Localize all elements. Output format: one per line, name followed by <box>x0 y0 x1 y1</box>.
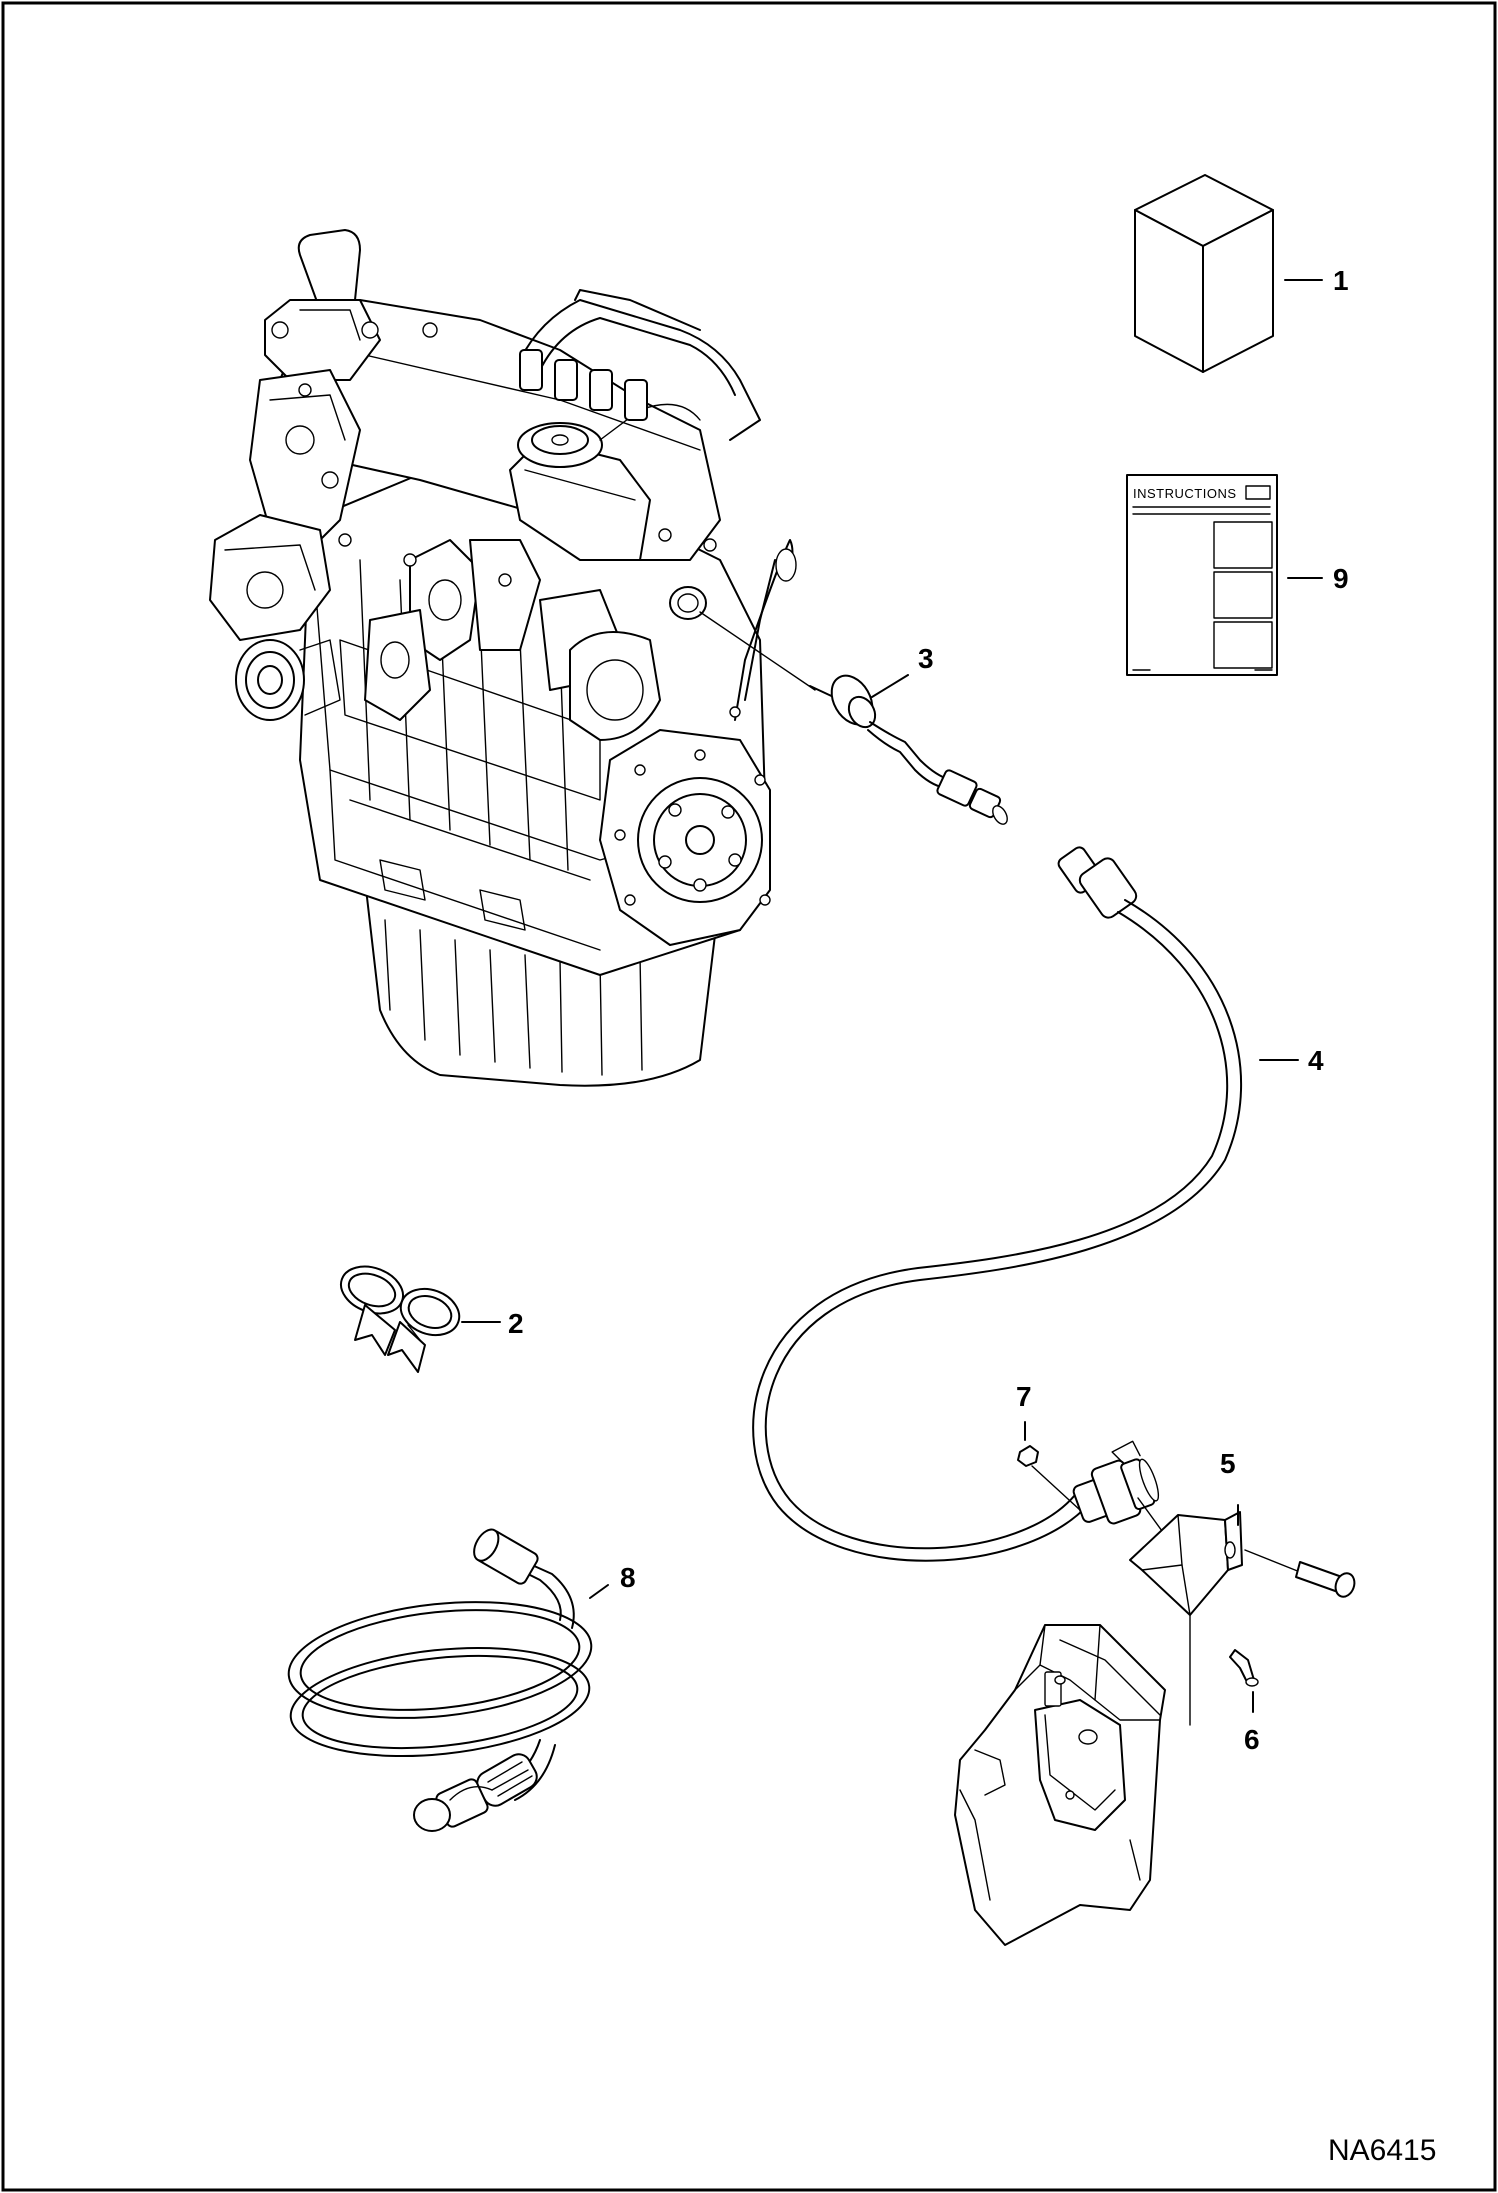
box-illustration <box>1134 174 1274 373</box>
callout-7: 7 <box>1016 1381 1032 1412</box>
figure-id: NA6415 <box>1328 2134 1436 2167</box>
extension-cord-illustration <box>287 1528 593 1832</box>
callout-3: 3 <box>918 643 934 674</box>
mounting-panel-illustration <box>954 1624 1166 1946</box>
carriage-bolt-illustration <box>1295 1561 1356 1598</box>
callout-8: 8 <box>620 1562 636 1593</box>
callout-2: 2 <box>508 1308 524 1339</box>
hose-clamps-illustration <box>340 1265 461 1373</box>
instructions-sheet: INSTRUCTIONS <box>1126 474 1278 676</box>
instructions-title: INSTRUCTIONS <box>1133 486 1237 501</box>
engine-illustration <box>209 229 797 1087</box>
callout-9: 9 <box>1333 563 1349 594</box>
callout-6: 6 <box>1244 1724 1260 1755</box>
callout-4: 4 <box>1308 1045 1324 1076</box>
nut-illustration <box>1017 1445 1081 1511</box>
bracket-illustration <box>1129 1511 1301 1726</box>
callout-leaders <box>461 279 1323 1713</box>
bolt-illustration <box>1229 1649 1259 1687</box>
heater-element-illustration <box>699 611 1008 825</box>
callout-5: 5 <box>1220 1448 1236 1479</box>
heater-cord-illustration <box>752 846 1243 1591</box>
callout-1: 1 <box>1333 265 1349 296</box>
